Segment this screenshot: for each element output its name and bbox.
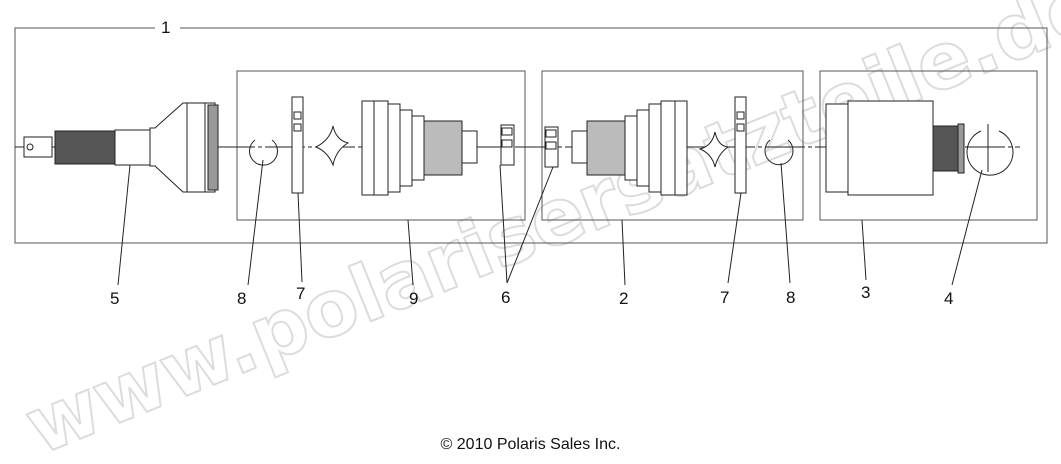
inner-joint-box (819, 70, 1038, 221)
callout-1: 1 (161, 18, 170, 37)
inner-cv-joint[interactable] (825, 100, 965, 196)
copyright-notice: © 2010 Polaris Sales Inc. (440, 436, 621, 453)
inner-circlip[interactable] (966, 130, 1014, 176)
outer-boot-kit-box (236, 70, 526, 221)
callout-3: 3 (861, 283, 870, 302)
small-clamp-left[interactable] (500, 124, 515, 166)
callout-7-right: 7 (720, 288, 729, 307)
inner-boot-kit-box (541, 70, 804, 221)
callout-2: 2 (619, 289, 628, 308)
leader-lines (117, 159, 983, 286)
assembly-box (14, 27, 1048, 244)
circlip-left[interactable] (249, 139, 278, 166)
callout-7-left: 7 (296, 284, 305, 303)
watermark: www.polarisersatzteile.de (13, 0, 1061, 464)
callout-4: 4 (944, 289, 953, 308)
outer-boot[interactable] (361, 100, 478, 196)
callout-5: 5 (110, 289, 119, 308)
callout-8-right: 8 (786, 288, 795, 307)
large-clamp-right[interactable] (734, 96, 747, 194)
inner-boot[interactable] (571, 100, 688, 196)
joint-insert-right (698, 131, 730, 168)
small-clamp-right[interactable] (544, 126, 559, 168)
callout-8-left: 8 (237, 289, 246, 308)
callout-9: 9 (409, 289, 418, 308)
outer-cv-joint[interactable] (23, 102, 219, 193)
joint-insert-left (314, 125, 350, 167)
circlip-right[interactable] (764, 139, 794, 166)
large-clamp-left[interactable] (291, 96, 304, 194)
callout-6: 6 (501, 288, 510, 307)
